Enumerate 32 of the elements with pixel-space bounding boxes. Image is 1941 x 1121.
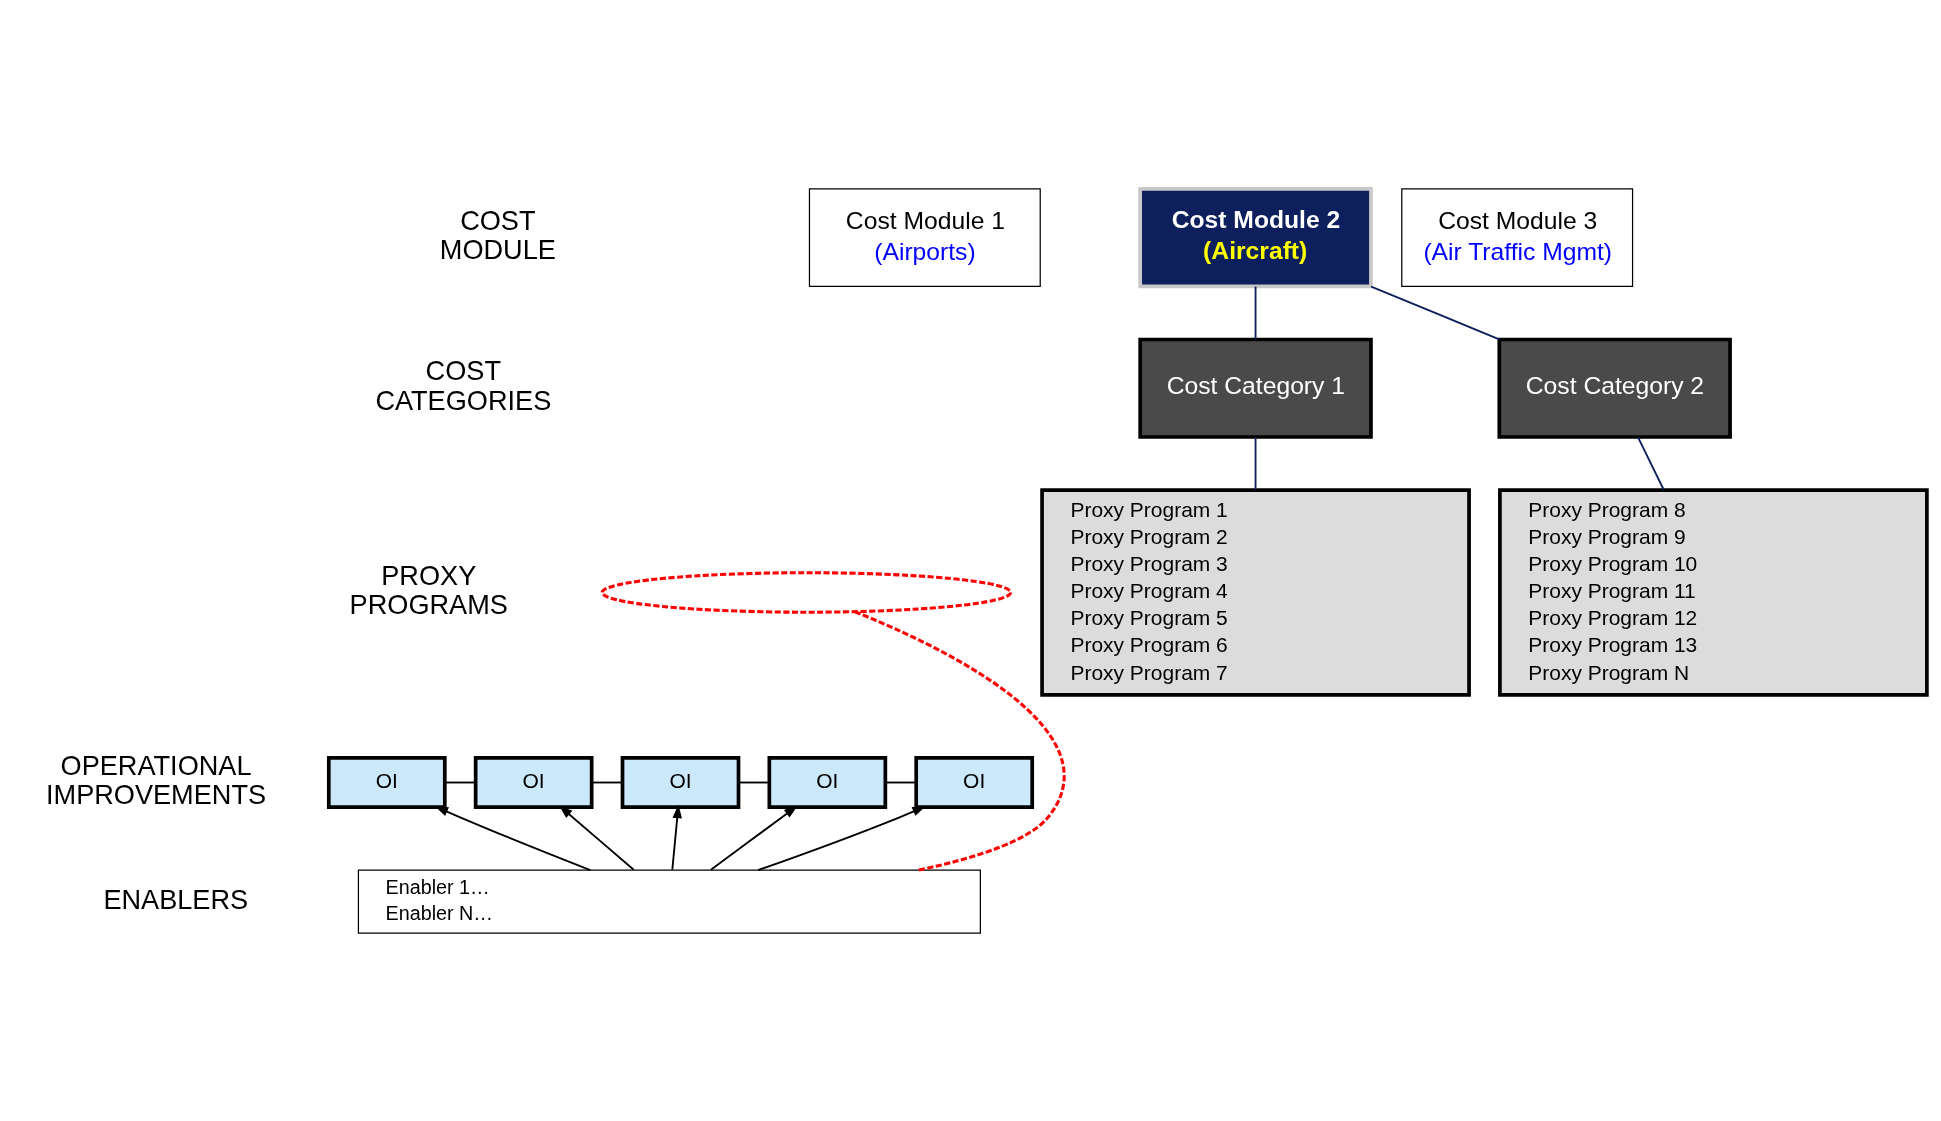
node-box: OI: [620, 755, 741, 809]
node-box: Proxy Program 8 Proxy Program 9 Proxy Program 10 Proxy Program 11 Proxy Program 12 Proxy Program 13 Proxy Program N: [1498, 487, 1929, 697]
node-box: OI: [326, 755, 447, 809]
connector: [738, 781, 770, 783]
arrow: [710, 805, 798, 871]
connector: [1370, 285, 1501, 340]
node-box: OI: [473, 755, 594, 809]
node-box: Cost Category 2: [1497, 337, 1732, 439]
label: ENABLERS: [103, 883, 249, 915]
node-box: Enabler 1… Enabler N…: [357, 869, 981, 934]
connector: [444, 781, 477, 783]
node-box: Cost Module 1 (Airports): [808, 187, 1041, 287]
connector: [1254, 285, 1257, 340]
arrow: [559, 805, 635, 871]
node-box: Cost Category 1: [1138, 337, 1373, 439]
label: OPERATIONAL IMPROVEMENTS: [46, 749, 267, 810]
connector: [591, 781, 624, 783]
node-box: Cost Module 2 (Aircraft): [1138, 186, 1373, 288]
arrow: [757, 805, 926, 871]
node-box: Proxy Program 1 Proxy Program 2 Proxy Program 3 Proxy Program 4 Proxy Program 5 Proxy Program 6 Proxy Program 7: [1040, 487, 1471, 697]
connector: [1254, 435, 1257, 491]
node-ellipse: [600, 570, 1013, 614]
node-box: OI: [914, 755, 1035, 809]
node-box: Cost Module 3 (Air Traffic Mgmt): [1401, 187, 1634, 287]
connector: [884, 781, 917, 783]
connector: [854, 609, 1066, 872]
arrow: [671, 804, 682, 871]
connector: [1637, 435, 1665, 491]
node-box: OI: [767, 755, 888, 809]
label: COST MODULE: [439, 204, 556, 265]
label: PROXY PROGRAMS: [349, 559, 508, 620]
label: COST CATEGORIES: [375, 354, 552, 416]
